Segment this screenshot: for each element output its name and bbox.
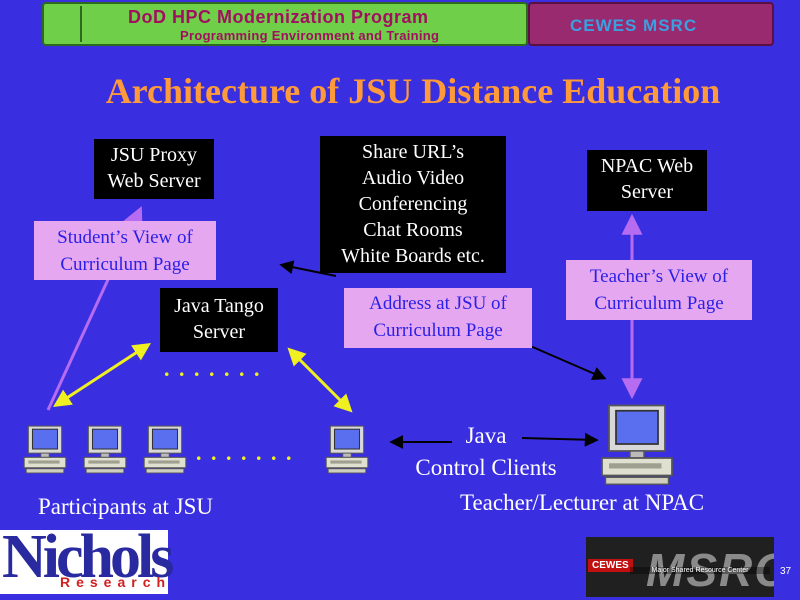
java-control-clients-line2: Control Clients xyxy=(415,455,557,480)
share-features-line1: Share URL’s xyxy=(361,141,465,163)
share-features-line4: Chat Rooms xyxy=(363,219,463,241)
program-banner: DoD HPC Modernization Program Programmin… xyxy=(42,2,528,46)
arrow-address-to-teacher xyxy=(527,344,607,380)
participant-computer-4 xyxy=(325,425,369,474)
center-banner: CEWES MSRC xyxy=(528,2,774,46)
slide-title: Architecture of JSU Distance Education xyxy=(105,71,721,111)
npac-server-box: NPAC Web Server xyxy=(587,150,707,211)
page-number: 37 xyxy=(780,566,792,577)
student-view-line2: Curriculum Page xyxy=(60,254,190,275)
tango-dots: . . . . . . . xyxy=(164,356,262,381)
nichols-logo-main: Nichols xyxy=(2,523,174,591)
participants-label: Participants at JSU xyxy=(38,494,214,519)
tango-server-line2: Server xyxy=(192,321,246,343)
teacher-label: Teacher/Lecturer at NPAC xyxy=(460,490,705,515)
tango-server-line1: Java Tango xyxy=(174,295,264,317)
address-note-line2: Curriculum Page xyxy=(373,320,503,341)
proxy-server-line2: Web Server xyxy=(107,170,201,192)
share-features-box: Share URL’s Audio Video Conferencing Cha… xyxy=(320,136,506,273)
share-features-line3: Conferencing xyxy=(358,193,468,215)
java-control-clients-line1: Java xyxy=(465,423,507,448)
banner-title-line2: Programming Environment and Training xyxy=(180,28,440,43)
teacher-view-line2: Curriculum Page xyxy=(594,293,724,314)
msrc-logo-sub: Major Shared Resource Center xyxy=(630,567,770,574)
tango-server-box: Java Tango Server xyxy=(160,288,278,352)
student-view-line1: Student’s View of xyxy=(57,227,193,248)
teacher-computer xyxy=(601,404,673,486)
proxy-server-box: JSU Proxy Web Server xyxy=(94,139,214,199)
npac-server-line1: NPAC Web xyxy=(600,155,694,177)
student-view-box: Student’s View of Curriculum Page xyxy=(34,221,216,280)
teacher-view-box: Teacher’s View of Curriculum Page xyxy=(566,260,752,320)
npac-server-line2: Server xyxy=(620,181,674,203)
participant-computer-1 xyxy=(23,425,67,474)
cewes-msrc-logo: MSRC CEWES Major Shared Resource Center xyxy=(586,537,774,597)
participant-computer-3 xyxy=(143,425,187,474)
participant-dots: . . . . . . . xyxy=(196,440,294,465)
java-control-clients-label: Java Control Clients xyxy=(396,420,576,484)
arrow-clients-right xyxy=(521,432,599,447)
share-features-line2: Audio Video xyxy=(361,167,465,189)
nichols-logo-sub: Research xyxy=(60,574,172,590)
address-note-line1: Address at JSU of xyxy=(369,293,507,314)
banner-divider xyxy=(80,6,518,42)
arrow-tango-client1 xyxy=(52,343,152,407)
share-features-line5: White Boards etc. xyxy=(341,245,485,267)
center-banner-label: CEWES MSRC xyxy=(570,16,698,35)
arrow-share-to-student xyxy=(279,260,337,277)
msrc-logo-tag: CEWES xyxy=(588,559,633,572)
participant-computer-2 xyxy=(83,425,127,474)
arrow-tango-client4 xyxy=(287,347,353,413)
nichols-research-logo: Nichols Research xyxy=(0,523,174,594)
msrc-logo-main: MSRC xyxy=(646,544,774,596)
banner-title-line1: DoD HPC Modernization Program xyxy=(128,7,429,27)
address-note-box: Address at JSU of Curriculum Page xyxy=(344,288,532,348)
teacher-view-line1: Teacher’s View of xyxy=(589,266,729,287)
proxy-server-line1: JSU Proxy xyxy=(110,144,198,166)
